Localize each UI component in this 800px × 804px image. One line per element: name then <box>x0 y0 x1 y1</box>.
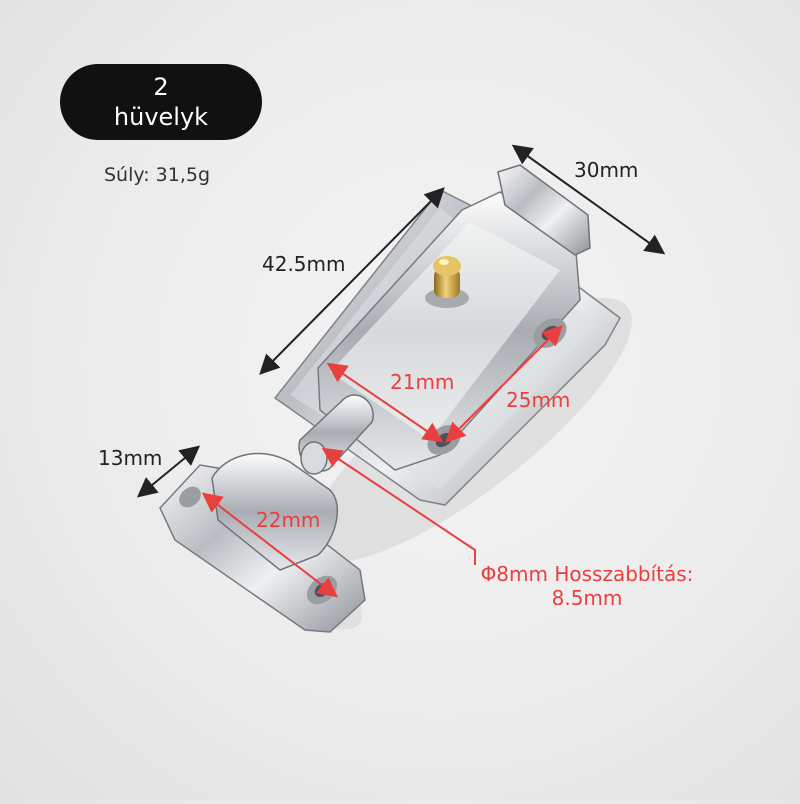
bolt-diameter-line1: Φ8mm Hosszabbítás: <box>480 562 694 586</box>
label-25mm: 25mm <box>506 388 571 412</box>
badge-number: 2 <box>153 73 169 101</box>
weight-label: Súly: 31,5g <box>104 164 211 186</box>
dim-line-22mm <box>201 492 339 598</box>
leader-bolt <box>321 447 476 565</box>
dim-line-25mm <box>445 325 563 443</box>
size-badge: 2 hüvelyk <box>60 64 262 140</box>
dim-line-30mm <box>511 144 666 255</box>
dim-line-21mm <box>326 362 444 443</box>
dim-line-13mm <box>136 445 201 498</box>
label-42-5mm: 42.5mm <box>262 252 346 276</box>
bolt-diameter-line2: 8.5mm <box>551 586 623 610</box>
label-22mm: 22mm <box>256 508 321 532</box>
bolt-tip <box>300 441 328 475</box>
label-21mm: 21mm <box>390 370 455 394</box>
badge-unit: hüvelyk <box>113 103 209 131</box>
label-bolt-diameter: Φ8mm Hosszabbítás: 8.5mm <box>462 562 712 610</box>
dim-line-42-5mm <box>259 187 445 375</box>
label-30mm: 30mm <box>574 158 639 182</box>
label-13mm: 13mm <box>98 446 163 470</box>
